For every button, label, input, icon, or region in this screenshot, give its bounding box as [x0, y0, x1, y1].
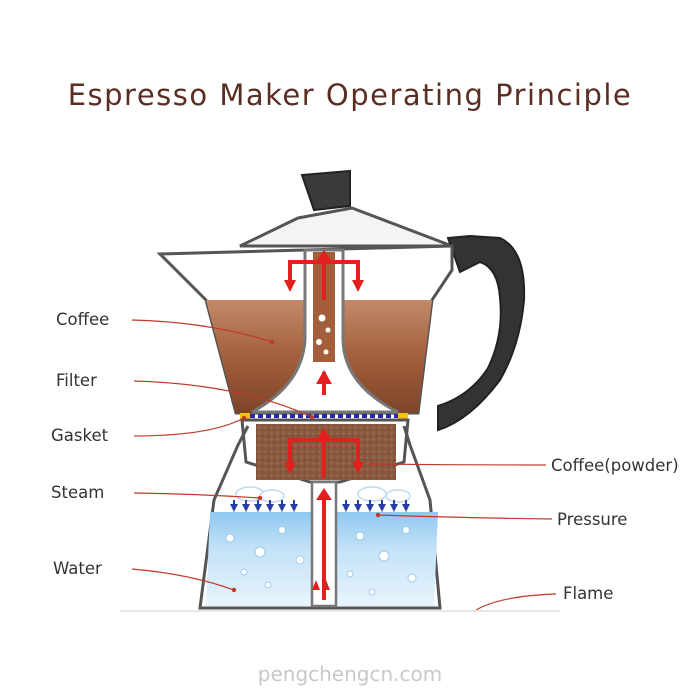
lid-knob — [300, 169, 351, 212]
label-pressure: Pressure — [557, 510, 628, 529]
label-coffee-powder: Coffee(powder) — [551, 456, 679, 475]
flow-arrowheads — [284, 250, 364, 500]
bottom-chamber — [198, 425, 442, 610]
leader-dots — [231, 339, 381, 593]
gasket-right — [398, 413, 408, 421]
label-coffee: Coffee — [56, 310, 110, 329]
label-steam: Steam — [51, 483, 105, 502]
label-flame: Flame — [563, 584, 614, 603]
flame-arrows — [312, 580, 330, 590]
leader-lines — [131, 319, 557, 611]
lid — [239, 206, 453, 248]
label-gasket: Gasket — [51, 426, 109, 445]
pressure-arrows — [230, 500, 410, 512]
watermark: pengchengcn.com — [257, 662, 443, 686]
handle — [437, 234, 526, 432]
label-filter: Filter — [56, 371, 97, 390]
label-water: Water — [53, 559, 102, 578]
page-title: Espresso Maker Operating Principle — [67, 78, 633, 112]
funnel-coffee-rise — [313, 252, 335, 362]
